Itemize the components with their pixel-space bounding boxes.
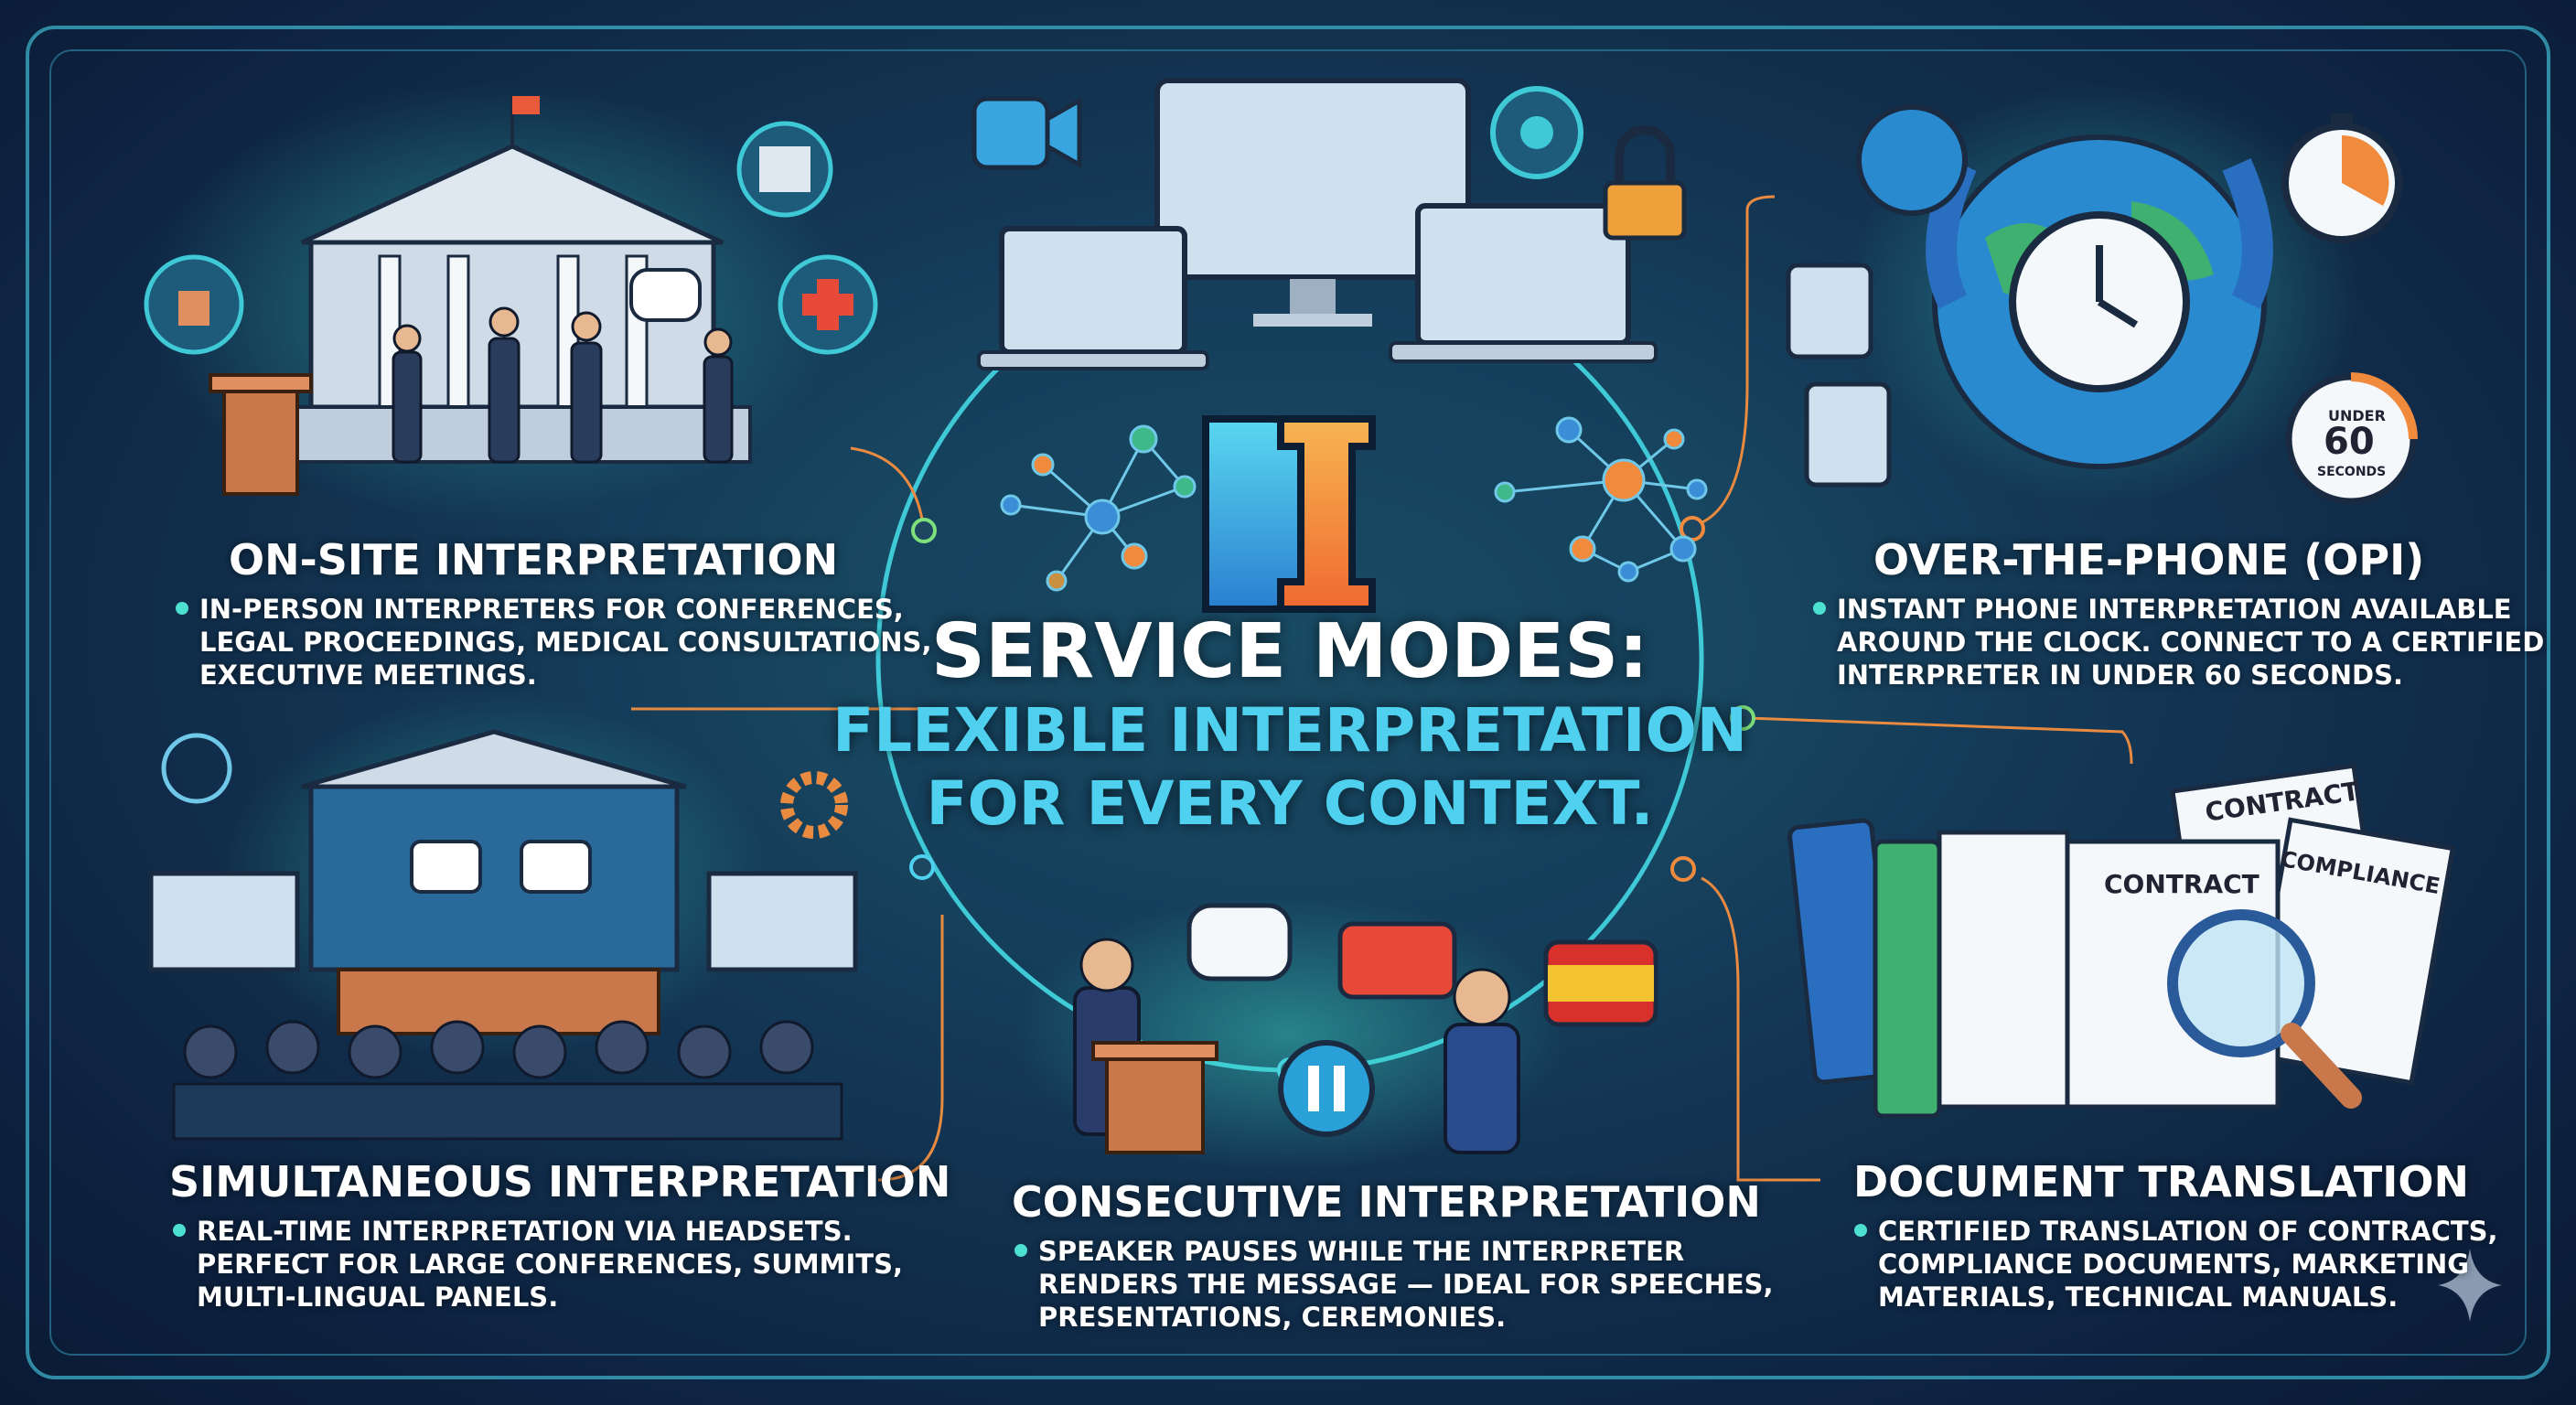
laptop-icon <box>999 226 1187 355</box>
page-subtitle-line1: FLEXIBLE INTERPRETATION <box>832 695 1747 766</box>
side-screen <box>148 871 300 972</box>
simultaneous-illustration <box>148 695 858 1141</box>
network-nodes-icon <box>1000 416 1708 592</box>
speech-bubble-icon <box>1337 921 1457 1000</box>
desk-phone-icon <box>1786 263 1873 359</box>
document-title: DOCUMENT TRANSLATION <box>1853 1157 2469 1207</box>
onsite-description: IN-PERSON INTERPRETERS FOR CONFERENCES, … <box>176 593 931 692</box>
video-camera-icon <box>971 96 1082 170</box>
side-screen <box>706 871 858 972</box>
laptop-icon <box>1415 203 1631 346</box>
podium-icon <box>1091 1041 1218 1154</box>
keypad-icon <box>1804 381 1892 488</box>
document-description: CERTIFIED TRANSLATION OF CONTRACTS, COMP… <box>1854 1215 2498 1314</box>
headset-audience-icon <box>172 1020 843 1141</box>
interpreter-figure <box>1444 968 1520 1154</box>
connectors <box>631 195 2133 1182</box>
onsite-illustration <box>144 82 878 521</box>
timer-under-label: UNDER <box>2328 407 2386 424</box>
simultaneous-title: SIMULTANEOUS INTERPRETATION <box>169 1157 951 1207</box>
document-illustration <box>1787 763 2456 1119</box>
globe-icon <box>161 733 232 804</box>
pause-icon <box>1278 1040 1375 1137</box>
gear-icon <box>780 771 848 839</box>
consecutive-description: SPEAKER PAUSES WHILE THE INTERPRETER REN… <box>1014 1235 1774 1334</box>
timer-number-label: 60 <box>2324 421 2375 463</box>
podium-icon <box>209 373 313 496</box>
sparkle-icon <box>2438 1249 2502 1322</box>
speech-bubble-icon <box>629 268 702 322</box>
video-illustration <box>971 78 1687 370</box>
bullet-icon <box>1014 1244 1027 1257</box>
stopwatch-icon <box>2281 113 2402 243</box>
contract-front-label: CONTRACT <box>2104 869 2259 899</box>
page-title: SERVICE MODES: <box>930 608 1649 695</box>
page-subtitle-line2: FOR EVERY CONTEXT. <box>926 768 1654 839</box>
speech-bubble-icon <box>1186 903 1293 981</box>
consecutive-title: CONSECUTIVE INTERPRETATION <box>1012 1177 1761 1227</box>
lock-icon <box>1603 125 1687 241</box>
document-icon <box>1937 830 2070 1110</box>
video-call-monitor-icon <box>1154 78 1471 280</box>
onsite-title: ON-SITE INTERPRETATION <box>229 535 839 585</box>
logo-icon <box>1202 415 1376 613</box>
simultaneous-description: REAL-TIME INTERPRETATION VIA HEADSETS. P… <box>173 1215 903 1314</box>
bullet-icon <box>176 602 188 615</box>
people <box>392 306 734 464</box>
phone-icon <box>1856 104 1968 216</box>
opi-description: INSTANT PHONE INTERPRETATION AVAILABLE A… <box>1813 593 2544 692</box>
consecutive-illustration <box>1015 896 1658 1171</box>
opi-title: OVER-THE-PHONE (OPI) <box>1873 535 2425 585</box>
bullet-icon <box>1813 602 1826 615</box>
magnifier-translate-icon <box>2167 909 2362 1109</box>
spanish-flag-icon <box>1543 939 1658 1027</box>
binder-icon <box>1873 839 1942 1119</box>
bullet-icon <box>173 1224 186 1237</box>
stage-icon <box>301 729 687 1035</box>
opi-illustration <box>1786 82 2418 505</box>
bullet-icon <box>1854 1224 1867 1237</box>
frame <box>26 26 2550 1379</box>
timer-seconds-label: SECONDS <box>2317 465 2387 479</box>
